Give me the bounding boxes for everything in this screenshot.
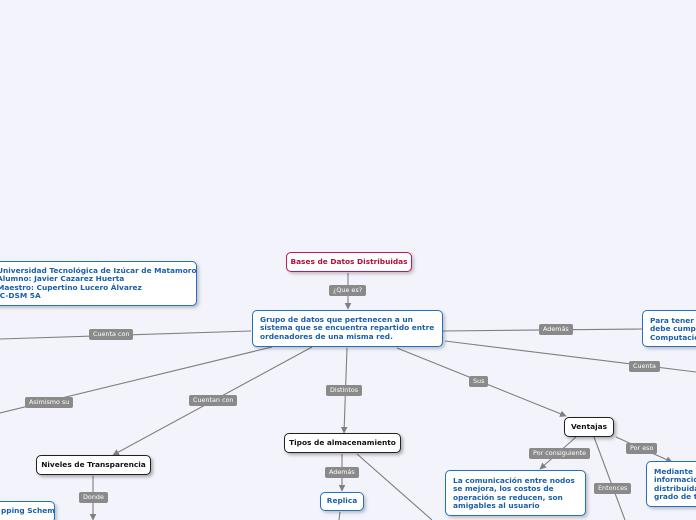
credits-line: IC-DSM 5A xyxy=(0,291,41,301)
label-ademas-right[interactable]: Además xyxy=(539,324,573,335)
credits-node[interactable]: Universidad Tecnológica de Izúcar de Mat… xyxy=(0,261,197,306)
label-cuenta-right[interactable]: Cuenta xyxy=(629,361,660,372)
storage-types-node[interactable]: Tipos de almacenamiento xyxy=(284,433,401,453)
connector-advantages-down xyxy=(593,436,626,520)
requirements-line: Para tener u xyxy=(650,316,696,325)
advantages-node[interactable]: Ventajas xyxy=(564,417,614,437)
communication-line: La comunicación entre nodos xyxy=(453,476,575,485)
credits-line: Universidad Tecnológica de Izúcar de Mat… xyxy=(0,266,197,275)
communication-line: se mejora, los costos de xyxy=(453,484,554,494)
definition-line: ordenadores de una misma red. xyxy=(260,331,393,341)
communication-line: operación se reducen, son xyxy=(453,492,563,502)
label-ademas-storage[interactable]: Además xyxy=(325,467,359,478)
storage-types-label: Tipos de almacenamiento xyxy=(289,437,396,447)
distributed-info-line: distribuida xyxy=(654,483,696,493)
definition-line: sistema que se encuentra repartido entre xyxy=(260,323,435,333)
label-asimismo-su[interactable]: Asimismo su xyxy=(25,397,74,408)
label-que-es[interactable]: ¿Que es? xyxy=(329,285,367,296)
label-sus[interactable]: Sus xyxy=(469,376,489,387)
label-por-eso[interactable]: Por eso xyxy=(626,443,658,454)
label-cuentan-con[interactable]: Cuentan con xyxy=(189,395,238,406)
connector-replica-down xyxy=(338,511,341,520)
label-cuenta-con[interactable]: Cuenta con xyxy=(89,329,134,340)
communication-node[interactable]: La comunicación entre nodos se mejora, l… xyxy=(445,470,586,516)
distributed-info-line: grado de to xyxy=(654,492,696,502)
label-donde[interactable]: Donde xyxy=(79,492,108,503)
label-entonces[interactable]: Entonces xyxy=(594,483,632,494)
advantages-label: Ventajas xyxy=(570,421,608,431)
requirements-node[interactable]: Para tener u debe cumpl Computacio xyxy=(642,310,696,347)
credits-line: Maestro: Cupertino Lucero Álvarez xyxy=(0,282,142,292)
definition-line: Grupo de datos que pertenecen a un xyxy=(260,315,413,324)
label-por-consiguiente[interactable]: Por consiguiente xyxy=(529,448,591,459)
main-topic-label: Bases de Datos Distribuidas xyxy=(290,256,408,266)
mapping-schema-node[interactable]: pping Schema xyxy=(0,501,55,520)
transparency-levels-label: Niveles de Transparencia xyxy=(41,459,146,469)
mapping-schema-label: pping Schema xyxy=(1,506,55,515)
replica-label: Replica xyxy=(326,496,358,506)
distributed-info-line: Mediante la xyxy=(654,467,696,476)
replica-node[interactable]: Replica xyxy=(320,492,364,511)
requirements-line: Computacio xyxy=(650,332,696,342)
definition-node[interactable]: Grupo de datos que pertenecen a un siste… xyxy=(252,310,443,347)
main-topic-node[interactable]: Bases de Datos Distribuidas xyxy=(286,252,412,272)
communication-line: amigables al usuario xyxy=(453,501,540,511)
transparency-levels-node[interactable]: Niveles de Transparencia xyxy=(36,455,151,475)
distributed-info-node[interactable]: Mediante la informació distribuida grado… xyxy=(646,461,696,507)
connector-storage-down xyxy=(356,453,433,520)
distributed-info-line: informació xyxy=(654,475,696,485)
credits-line: Alumno: Javier Cazarez Huerta xyxy=(0,274,125,284)
requirements-line: debe cumpl xyxy=(650,324,696,334)
label-distintos[interactable]: Distintos xyxy=(326,385,363,396)
